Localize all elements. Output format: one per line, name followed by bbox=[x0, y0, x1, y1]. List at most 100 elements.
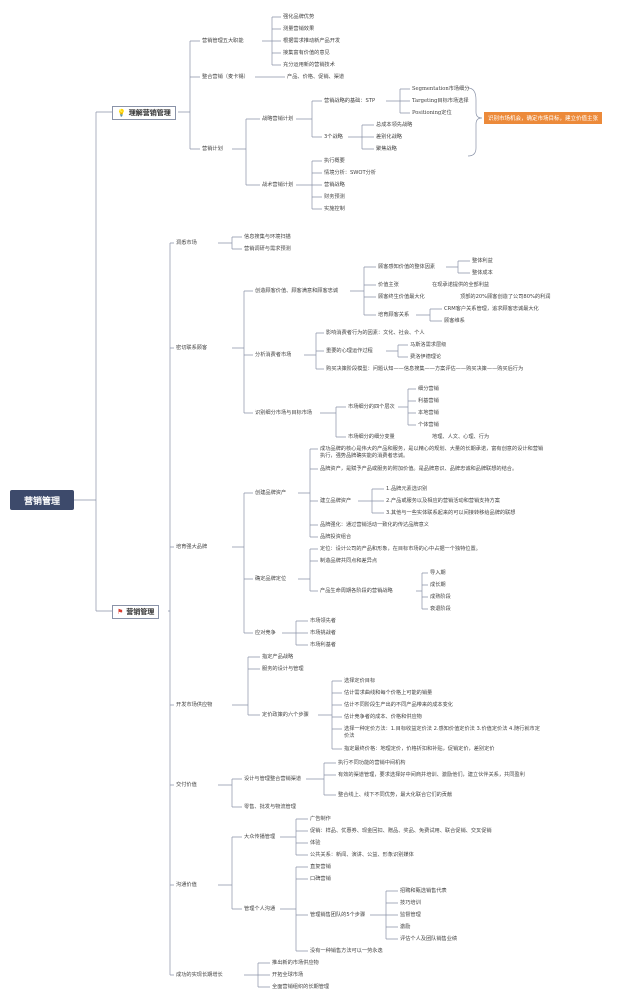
channel-item[interactable]: 执行不同功能的营销中间机构 bbox=[338, 760, 406, 766]
relation-item[interactable]: 顾客维系 bbox=[444, 318, 465, 324]
equity-asset-item[interactable]: 3.其他与一些实体联系起来的可以间接转移给品牌的联想 bbox=[386, 510, 516, 516]
section-understanding-node[interactable]: 💡 理解营销管理 bbox=[112, 106, 176, 120]
stp-item[interactable]: Targeting目标市场选择 bbox=[412, 98, 469, 104]
insight-item[interactable]: 信息搜集与环境扫描 bbox=[244, 234, 291, 240]
insight-node[interactable]: 洞悉市场 bbox=[176, 240, 197, 246]
personal-comm-item[interactable]: 没有一种销售方法可以一劳永逸 bbox=[310, 948, 383, 954]
competitor-item[interactable]: 市场挑战者 bbox=[310, 630, 336, 636]
pricing-step[interactable]: 估计不同阶段生产出的不同产品带来的成本变化 bbox=[344, 702, 453, 708]
pricing-step[interactable]: 估计竞争者的成本、价格和供应物 bbox=[344, 714, 422, 720]
value-prop-node[interactable]: 价值主张 bbox=[378, 282, 399, 288]
strategic-plan-node[interactable]: 战略营销计划 bbox=[262, 116, 294, 122]
stp-item[interactable]: Positioning定位 bbox=[412, 110, 452, 116]
sales-step-item[interactable]: 评估个人及团队销售业绩 bbox=[400, 936, 458, 942]
tactical-item[interactable]: 执行概要 bbox=[324, 158, 345, 164]
tactical-plan-node[interactable]: 战术营销计划 bbox=[262, 182, 294, 188]
consumer-node[interactable]: 分析消费者市场 bbox=[255, 352, 292, 358]
sales-step-item[interactable]: 监督管理 bbox=[400, 912, 421, 918]
mass-comm-node[interactable]: 大众传播管理 bbox=[244, 834, 276, 840]
positioning-node[interactable]: 确定品牌定位 bbox=[255, 576, 287, 582]
delivery-node[interactable]: 交付价值 bbox=[176, 782, 197, 788]
mass-comm-item[interactable]: 公共关系：新闻、演讲、公益、形象识别媒体 bbox=[310, 852, 414, 858]
value-node[interactable]: 创造顾客价值、顾客满意和顾客忠诚 bbox=[255, 288, 339, 294]
segment-level-item[interactable]: 个体营销 bbox=[418, 422, 439, 428]
insight-item[interactable]: 营销调研与需求预测 bbox=[244, 246, 291, 252]
mass-comm-item[interactable]: 促销：样品、优惠券、现金回扣、赠品、奖品、免费试用、联合促销、交叉促销 bbox=[310, 828, 492, 834]
segment-level-item[interactable]: 细分营销 bbox=[418, 386, 439, 392]
pricing-step[interactable]: 指定最终价格：地理定价，价格折扣和补贴，促销定价，差别定价 bbox=[344, 746, 495, 752]
4p-item[interactable]: 产品、价格、促销、渠道 bbox=[287, 74, 345, 80]
brand-equity-item[interactable]: 成功品牌的核心是伟大的产品和服务，是以精心的规划、大量的长期承诺，富有创意的设计… bbox=[320, 446, 544, 459]
plc-stage-item[interactable]: 成熟阶段 bbox=[430, 594, 451, 600]
build-equity-node[interactable]: 建立品牌资产 bbox=[320, 498, 352, 504]
segment-level-item[interactable]: 利基营销 bbox=[418, 398, 439, 404]
competitor-item[interactable]: 市场领先者 bbox=[310, 618, 336, 624]
communication-node[interactable]: 沟通价值 bbox=[176, 882, 197, 888]
segment-levels-node[interactable]: 市场细分的四个层次 bbox=[348, 404, 395, 410]
sales-step-item[interactable]: 招聘和甄选销售代表 bbox=[400, 888, 447, 894]
growth-item[interactable]: 开拓全球市场 bbox=[272, 972, 304, 978]
tactical-item[interactable]: 情境分析：SWOT分析 bbox=[324, 170, 376, 176]
brand-equity-node[interactable]: 创建品牌资产 bbox=[255, 490, 287, 496]
tactical-item[interactable]: 营销战略 bbox=[324, 182, 345, 188]
perceived-item[interactable]: 整体利益 bbox=[472, 258, 493, 264]
offering-item[interactable]: 指定产品战略 bbox=[262, 654, 294, 660]
brand-equity-item[interactable]: 品牌资产，是赋予产品或服务的附加价值。是品牌意识、品牌忠诚和品牌联想的结合。 bbox=[320, 466, 518, 472]
root-node[interactable]: 营销管理 bbox=[10, 490, 74, 510]
function-item[interactable]: 测量营销效果 bbox=[283, 26, 315, 32]
brand-node[interactable]: 培育强大品牌 bbox=[176, 544, 208, 550]
positioning-item[interactable]: 定位：设计公司的产品和形象，在目标市场的心中占据一个独特位置。 bbox=[320, 546, 481, 552]
sales-steps-node[interactable]: 管理销售团队的5个步骤 bbox=[310, 912, 366, 918]
personal-comm-node[interactable]: 管理个人沟通 bbox=[244, 906, 276, 912]
consumer-item[interactable]: 重要的心理运作过程 bbox=[326, 348, 373, 354]
positioning-item[interactable]: 制造品牌共同点和差异点 bbox=[320, 558, 378, 564]
offering-item[interactable]: 服务的设计与管理 bbox=[262, 666, 304, 672]
sales-step-item[interactable]: 激励 bbox=[400, 924, 411, 930]
plc-stage-item[interactable]: 成长期 bbox=[430, 582, 446, 588]
growth-item[interactable]: 全面营销组织的长期管理 bbox=[272, 984, 330, 990]
function-item[interactable]: 强化品牌优势 bbox=[283, 14, 315, 20]
pricing-step[interactable]: 选择一种定价方法：1.目标收益定价法 2.感知价值定价法 3.价值定价法 4.随… bbox=[344, 726, 540, 739]
brand-equity-item[interactable]: 品牌投资组合 bbox=[320, 534, 352, 540]
consumer-item[interactable]: 购买决策阶段模型：问题认知——信息搜集——方案评估——购买决策——购买后行为 bbox=[326, 366, 524, 372]
mass-comm-item[interactable]: 体验 bbox=[310, 840, 321, 846]
consumer-item[interactable]: 影响消费者行为的因素：文化、社会、个人 bbox=[326, 330, 425, 336]
strategy-item[interactable]: 差别化战略 bbox=[376, 134, 402, 140]
brand-equity-item[interactable]: 品牌强化：通过营销活动一致化的传达品牌意义 bbox=[320, 522, 429, 528]
personal-comm-item[interactable]: 口碑营销 bbox=[310, 876, 331, 882]
relation-item[interactable]: CRM客户关系管理，追求顾客忠诚最大化 bbox=[444, 306, 539, 312]
perceived-node[interactable]: 顾客感知价值的整体因素 bbox=[378, 264, 436, 270]
pricing-step[interactable]: 选择定价目标 bbox=[344, 678, 376, 684]
perceived-item[interactable]: 整体成本 bbox=[472, 270, 493, 276]
segment-level-item[interactable]: 本地营销 bbox=[418, 410, 439, 416]
sales-step-item[interactable]: 技巧培训 bbox=[400, 900, 421, 906]
function-item[interactable]: 充分运用新的营销技术 bbox=[283, 62, 335, 68]
stp-node[interactable]: 营销战略的基础：STP bbox=[324, 98, 376, 104]
integrated-marketing-node[interactable]: 整合营销（麦卡锡） bbox=[202, 74, 249, 80]
segment-vars-item[interactable]: 地理、人文、心理、行为 bbox=[432, 434, 490, 440]
strategy-item[interactable]: 聚焦战略 bbox=[376, 146, 397, 152]
segment-node[interactable]: 识别细分市场与目标市场 bbox=[255, 410, 313, 416]
psych-item[interactable]: 费洛伊德理论 bbox=[410, 354, 442, 360]
mass-comm-item[interactable]: 广告制作 bbox=[310, 816, 331, 822]
function-item[interactable]: 根据需求推动新产品开发 bbox=[283, 38, 341, 44]
tactical-item[interactable]: 实施控制 bbox=[324, 206, 345, 212]
retail-node[interactable]: 零售、批发与物流管理 bbox=[244, 804, 296, 810]
section-management-node[interactable]: ⚑ 营销管理 bbox=[112, 605, 160, 619]
channel-item[interactable]: 有效的渠道管理，要求选择好中间商并培训、激励他们，建立伙伴关系，共同盈利 bbox=[338, 772, 525, 778]
strategy-item[interactable]: 总成本领先战略 bbox=[376, 122, 413, 128]
pricing-step[interactable]: 估计需求曲线和每个价格上可能的销量 bbox=[344, 690, 433, 696]
plc-node[interactable]: 产品生命周期各阶段的营销战略 bbox=[320, 588, 393, 594]
personal-comm-item[interactable]: 直复营销 bbox=[310, 864, 331, 870]
marketing-plan-node[interactable]: 营销计划 bbox=[202, 146, 223, 152]
relation-node[interactable]: 培育顾客关系 bbox=[378, 312, 410, 318]
competitor-item[interactable]: 市场利基者 bbox=[310, 642, 336, 648]
psych-item[interactable]: 马斯洛需求层级 bbox=[410, 342, 447, 348]
equity-asset-item[interactable]: 1.品牌元素选识别 bbox=[386, 486, 428, 492]
growth-item[interactable]: 推出新的市场供应物 bbox=[272, 960, 319, 966]
pricing-node[interactable]: 定价政策的六个步骤 bbox=[262, 712, 309, 718]
offering-node[interactable]: 开发市场供应物 bbox=[176, 702, 213, 708]
five-functions-node[interactable]: 营销管理五大职能 bbox=[202, 38, 244, 44]
lifetime-node[interactable]: 顾客终生价值最大化 bbox=[378, 294, 425, 300]
growth-node[interactable]: 成功的实现长期增长 bbox=[176, 972, 223, 978]
